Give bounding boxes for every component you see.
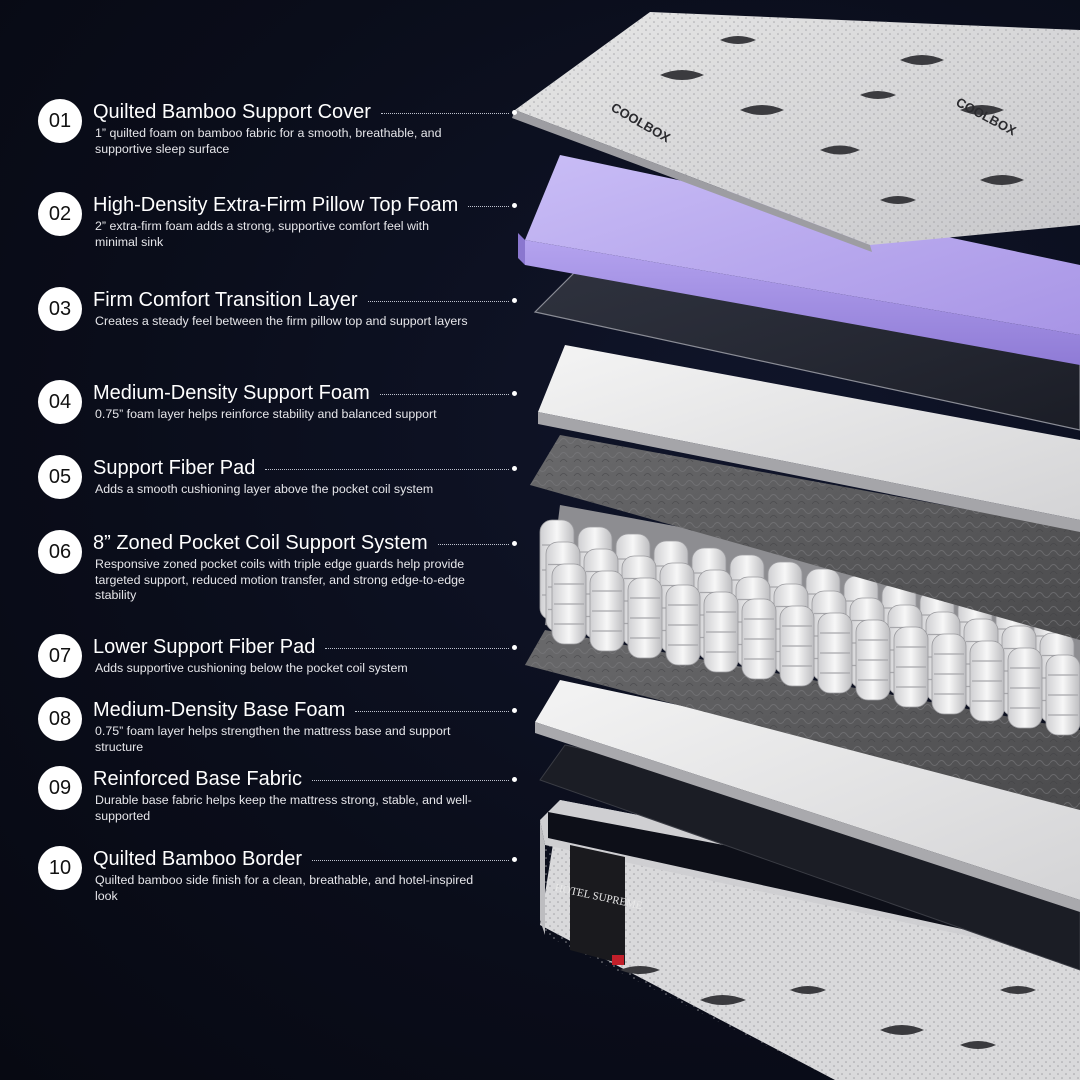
layer-07-lower-fiber-pad bbox=[525, 630, 1080, 810]
layer-number-badge: 07 bbox=[38, 634, 82, 678]
layer-title: High-Density Extra-Firm Pillow Top Foam bbox=[93, 194, 459, 216]
layer-number-badge: 01 bbox=[38, 99, 82, 143]
layer-description: Adds a smooth cushioning layer above the… bbox=[95, 482, 434, 496]
leader-line bbox=[468, 205, 509, 207]
layer-description: 0.75” foam layer helps strengthen the ma… bbox=[95, 724, 451, 754]
leader-dot-icon bbox=[512, 202, 517, 208]
layer-title: 8” Zoned Pocket Coil Support System bbox=[93, 532, 428, 554]
bamboo-leaf-icon bbox=[620, 966, 1036, 1049]
leader-dot-icon bbox=[512, 390, 517, 396]
layer-number-badge: 03 bbox=[38, 287, 82, 331]
pocket-coil bbox=[665, 584, 701, 666]
leader-dot-icon bbox=[512, 707, 517, 713]
leader-line bbox=[325, 647, 509, 649]
layer-description: Creates a steady feel between the firm p… bbox=[95, 314, 468, 328]
layer-description: Quilted bamboo side finish for a clean, … bbox=[95, 873, 474, 903]
layer-title: Quilted Bamboo Support Cover bbox=[93, 101, 371, 123]
leader-line bbox=[380, 112, 509, 114]
layer-number-badge: 06 bbox=[38, 530, 82, 574]
layer-title-row: Medium-Density Base Foam bbox=[93, 697, 517, 723]
pocket-coil bbox=[551, 563, 587, 645]
pocket-coil bbox=[969, 640, 1005, 722]
leader-line bbox=[367, 300, 509, 302]
layer-05-support-fiber-pad bbox=[530, 435, 1080, 640]
leader-line bbox=[355, 710, 509, 712]
layer-04-support-foam bbox=[538, 345, 1080, 532]
layer-description: 1” quilted foam on bamboo fabric for a s… bbox=[95, 126, 442, 156]
layer-title-row: Firm Comfort Transition Layer bbox=[93, 287, 517, 313]
layer-description: Responsive zoned pocket coils with tripl… bbox=[95, 557, 465, 602]
pocket-coil bbox=[931, 633, 967, 715]
layer-title-row: Quilted Bamboo Support Cover bbox=[93, 99, 517, 125]
layer-description: Durable base fabric helps keep the mattr… bbox=[95, 793, 472, 823]
leader-dot-icon bbox=[512, 297, 517, 303]
layer-title: Support Fiber Pad bbox=[93, 457, 256, 479]
pocket-coil bbox=[627, 577, 663, 659]
leader-line bbox=[265, 468, 509, 470]
layer-title: Medium-Density Support Foam bbox=[93, 382, 370, 404]
pocket-coil bbox=[1007, 647, 1043, 729]
leader-dot-icon bbox=[512, 644, 517, 650]
layer-description: 0.75” foam layer helps reinforce stabili… bbox=[95, 407, 437, 421]
pocket-coil bbox=[1045, 654, 1080, 736]
layer-title-row: Quilted Bamboo Border bbox=[93, 846, 517, 872]
pocket-coil bbox=[589, 570, 625, 652]
leader-line bbox=[312, 859, 509, 861]
layer-title: Reinforced Base Fabric bbox=[93, 768, 302, 790]
layer-number-badge: 10 bbox=[38, 846, 82, 890]
leader-dot-icon bbox=[512, 109, 517, 115]
layer-description: 2” extra-firm foam adds a strong, suppor… bbox=[95, 219, 429, 249]
layer-08-base-foam bbox=[535, 680, 1080, 912]
layer-title-row: Reinforced Base Fabric bbox=[93, 766, 517, 792]
leader-dot-icon bbox=[512, 856, 517, 862]
layer-number-badge: 04 bbox=[38, 380, 82, 424]
layer-title: Firm Comfort Transition Layer bbox=[93, 289, 358, 311]
layer-title-row: Medium-Density Support Foam bbox=[93, 380, 517, 406]
leader-dot-icon bbox=[512, 540, 517, 546]
layer-06-pocket-coils bbox=[539, 505, 1080, 736]
pocket-coil bbox=[779, 605, 815, 687]
layer-02-pillow-top-foam bbox=[518, 155, 1080, 365]
pocket-coil bbox=[817, 612, 853, 694]
layer-title-row: High-Density Extra-Firm Pillow Top Foam bbox=[93, 192, 517, 218]
layer-description: Adds supportive cushioning below the poc… bbox=[95, 661, 408, 675]
layer-01-quilted-cover: COOLBOX COOLBOX bbox=[512, 12, 1080, 252]
pocket-coil bbox=[703, 591, 739, 673]
layer-number-badge: 09 bbox=[38, 766, 82, 810]
leader-dot-icon bbox=[512, 465, 517, 471]
pocket-coil bbox=[855, 619, 891, 701]
layer-title: Lower Support Fiber Pad bbox=[93, 636, 316, 658]
leader-line bbox=[437, 543, 509, 545]
layer-title: Quilted Bamboo Border bbox=[93, 848, 303, 870]
leader-dot-icon bbox=[512, 776, 517, 782]
layer-title-row: 8” Zoned Pocket Coil Support System bbox=[93, 530, 517, 556]
leader-line bbox=[311, 779, 509, 781]
layer-title-row: Support Fiber Pad bbox=[93, 455, 517, 481]
layer-number-badge: 08 bbox=[38, 697, 82, 741]
pocket-coil bbox=[893, 626, 929, 708]
layer-title: Medium-Density Base Foam bbox=[93, 699, 346, 721]
bamboo-leaf-icon bbox=[660, 36, 1024, 204]
layer-number-badge: 05 bbox=[38, 455, 82, 499]
layer-title-row: Lower Support Fiber Pad bbox=[93, 634, 517, 660]
layer-number-badge: 02 bbox=[38, 192, 82, 236]
leader-line bbox=[379, 393, 509, 395]
pocket-coil bbox=[741, 598, 777, 680]
